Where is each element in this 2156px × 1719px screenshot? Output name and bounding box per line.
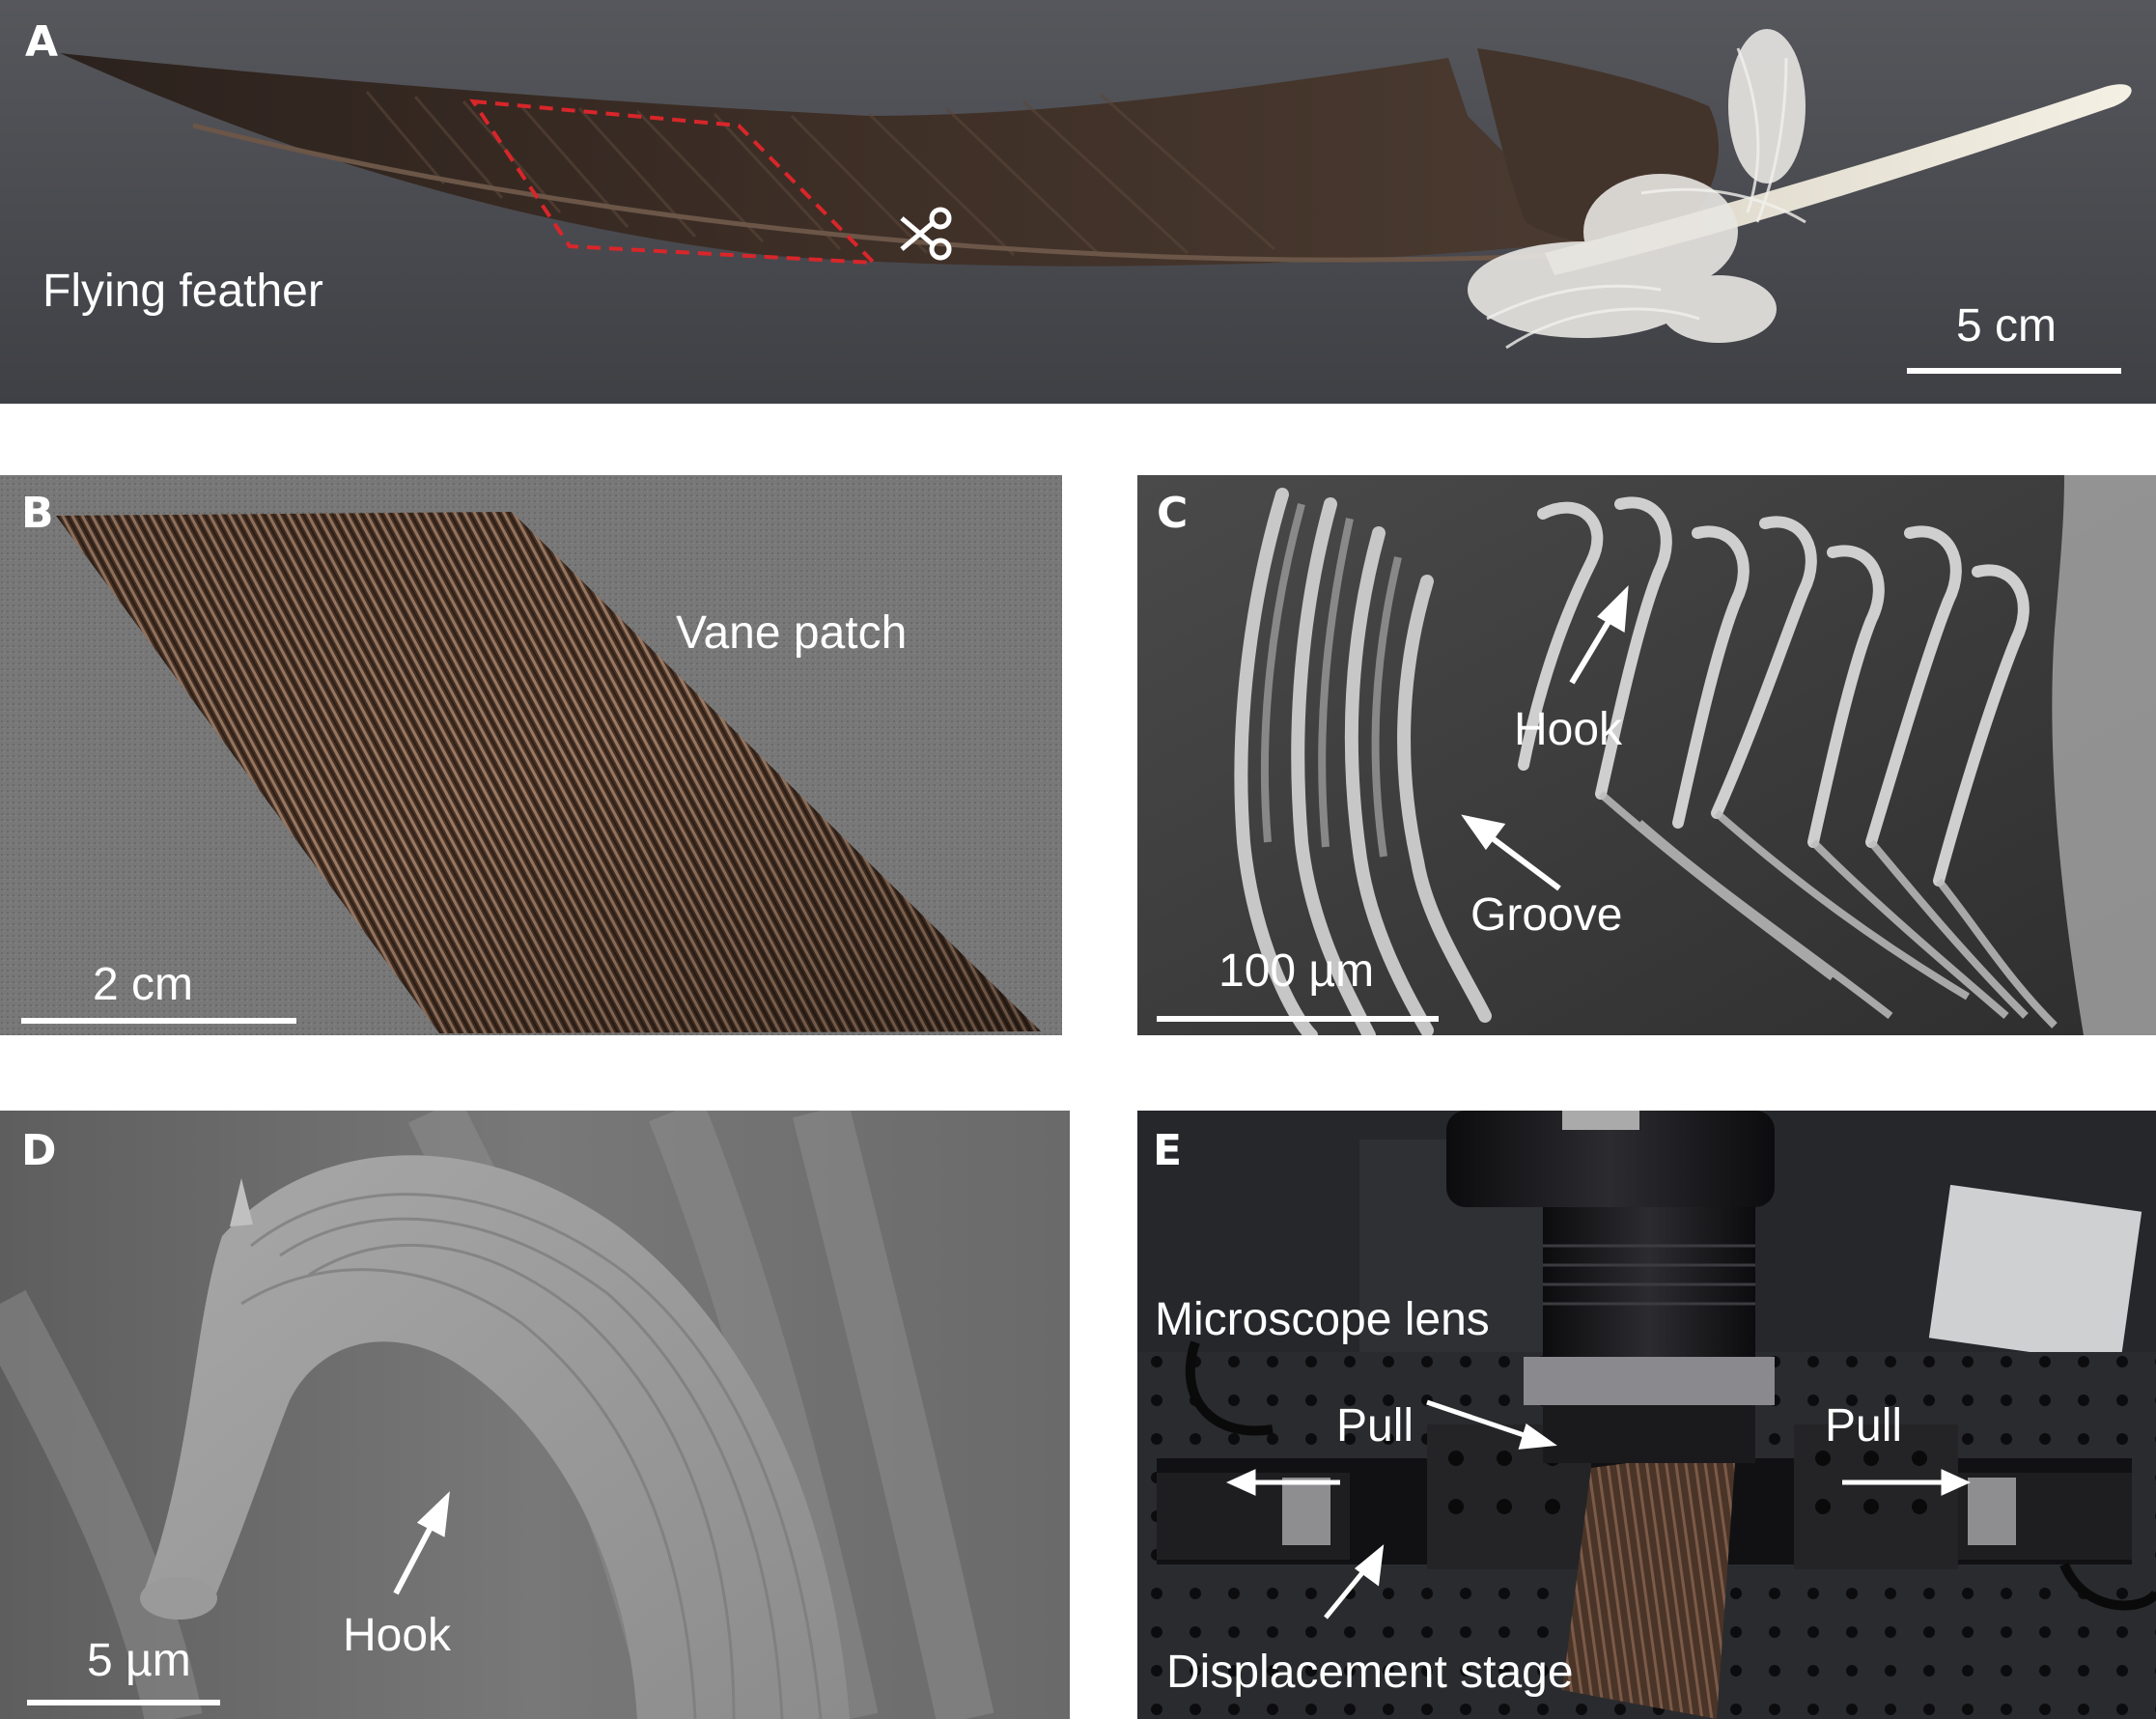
panel-a-flying-feather: A Flying feather 5 cm <box>0 0 2156 404</box>
panel-label-c: C <box>1157 489 1189 538</box>
pull-label-right: Pull <box>1825 1400 1903 1451</box>
scale-bar-c <box>1157 1016 1439 1022</box>
panel-e-test-setup: E Microscope lens Pull Pull Displacement… <box>1137 1111 2156 1719</box>
feather-photo <box>0 0 2156 404</box>
scale-bar-label-c: 100 µm <box>1218 945 1375 997</box>
panel-c-sem-hooks: C Hook Groove 100 µm <box>1137 475 2156 1035</box>
hook-label-d: Hook <box>343 1610 452 1661</box>
hook-label-c: Hook <box>1514 704 1623 755</box>
scale-bar-a <box>1907 368 2121 374</box>
scale-bar-label-a: 5 cm <box>1956 300 2058 352</box>
flying-feather-label: Flying feather <box>42 266 323 317</box>
vane-patch-photo <box>0 475 1062 1035</box>
panel-label-e: E <box>1153 1126 1183 1175</box>
scale-bar-b <box>21 1018 296 1024</box>
scale-bar-label-b: 2 cm <box>93 959 194 1010</box>
scissors-icon <box>900 207 952 261</box>
pull-label-left: Pull <box>1336 1400 1414 1451</box>
groove-label-c: Groove <box>1470 889 1623 941</box>
scale-bar-d <box>27 1700 220 1705</box>
vane-patch-label: Vane patch <box>676 607 908 659</box>
panel-label-d: D <box>21 1126 57 1175</box>
displacement-stage-label: Displacement stage <box>1166 1647 1574 1698</box>
sem-hook-closeup <box>0 1111 1070 1719</box>
sem-hooks-image <box>1137 475 2156 1035</box>
panel-d-hook-closeup: D Hook 5 µm <box>0 1111 1070 1719</box>
panel-b-vane-patch: B Vane patch 2 cm <box>0 475 1062 1035</box>
scale-bar-label-d: 5 µm <box>87 1635 191 1686</box>
panel-label-a: A <box>25 17 59 67</box>
panel-label-b: B <box>21 489 54 538</box>
microscope-lens-label: Microscope lens <box>1155 1294 1490 1345</box>
test-setup-photo <box>1137 1111 2156 1719</box>
